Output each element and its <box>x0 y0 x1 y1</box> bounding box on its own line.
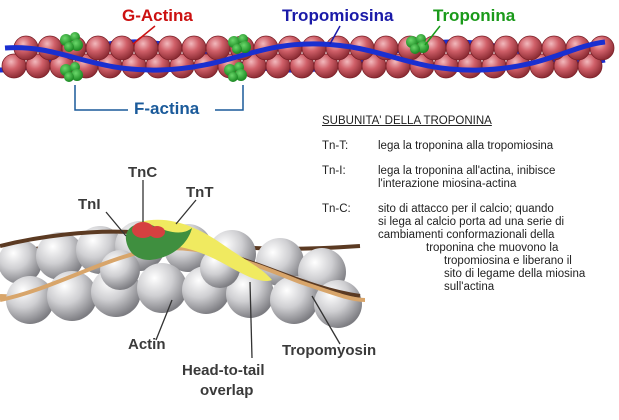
troponin-subunit <box>71 69 83 81</box>
g-actin-bead <box>469 35 495 61</box>
g-actin-bead <box>109 35 135 61</box>
label-tni: TnI <box>78 196 101 213</box>
legend-line: troponina che muovono la <box>426 242 559 254</box>
troponina-pointer <box>424 25 441 46</box>
label-f-actina: F-actina <box>134 99 200 118</box>
troponin-subunit <box>71 39 83 51</box>
label-actin: Actin <box>128 336 166 353</box>
g-actin-bead <box>493 35 519 61</box>
label-troponina: Troponina <box>433 6 516 25</box>
g-actin-bead <box>205 35 231 61</box>
label-overlap: overlap <box>200 382 254 399</box>
legend-entry-tnt: Tn-T: lega la troponina alla tropomiosin… <box>322 140 612 153</box>
actin-sphere <box>6 276 54 324</box>
legend-code: Tn-T: <box>322 140 349 152</box>
legend-desc: lega la troponina alla tropomiosina <box>378 140 612 153</box>
troponin-subunit <box>410 44 420 54</box>
troponin-cluster <box>60 32 83 52</box>
troponin-subunit <box>235 69 247 81</box>
bottom-pointers <box>105 180 341 359</box>
troponin-subunits-legend: SUBUNITA' DELLA TROPONINA Tn-T: lega la … <box>322 115 612 306</box>
label-tnt: TnT <box>186 184 214 201</box>
label-g-actina: G-Actina <box>122 6 193 25</box>
f-actina-bracket <box>74 85 244 111</box>
g-actin-bead <box>517 35 543 61</box>
legend-title: SUBUNITA' DELLA TROPONINA <box>322 115 492 127</box>
troponin-complex-illustration <box>0 180 366 359</box>
label-tnc: TnC <box>128 164 158 181</box>
legend-line: lega la troponina all'actina, inibisce <box>378 165 556 177</box>
g-actin-bead <box>445 35 471 61</box>
troponin-cluster <box>60 62 83 82</box>
tropomiosina-pointer <box>329 25 341 45</box>
troponin-subunit <box>232 44 242 54</box>
actin-sphere <box>270 276 318 324</box>
g-actin-bead <box>181 35 207 61</box>
legend-line: lega la troponina alla tropomiosina <box>378 140 554 152</box>
label-tropomiosina: Tropomiosina <box>282 6 394 25</box>
legend-code: Tn-I: <box>322 165 346 177</box>
legend-line: sull'actina <box>444 281 495 293</box>
legend-line: si lega al calcio porta ad una serie di <box>378 216 565 228</box>
g-actin-bead <box>157 35 183 61</box>
troponin-subunit <box>64 72 74 82</box>
g-actin-bead <box>589 35 615 61</box>
tnc-blob-2 <box>149 226 165 238</box>
legend-line: cambiamenti conformazionali della <box>378 229 555 241</box>
g-actin-bead <box>301 35 327 61</box>
troponin-subunit <box>228 72 238 82</box>
actin-sphere <box>47 271 97 321</box>
troponin-subunit <box>239 41 251 53</box>
tropomyosin-strand-front <box>4 39 606 73</box>
troponin-cluster <box>224 62 247 82</box>
g-actin-bead <box>85 35 111 61</box>
legend-desc: sito di attacco per il calcio; quando si… <box>378 203 612 294</box>
legend-entry-tnc: Tn-C: sito di attacco per il calcio; qua… <box>322 203 612 294</box>
f-actin-filament <box>0 32 615 82</box>
troponin-subunit <box>64 42 74 52</box>
legend-code: Tn-C: <box>322 203 351 215</box>
legend-entry-tni: Tn-I: lega la troponina all'actina, inib… <box>322 165 612 191</box>
tnc-blob <box>132 222 154 238</box>
g-actina-pointer <box>132 25 156 45</box>
legend-line: sito di legame della miosina <box>444 268 586 280</box>
g-actin-bead <box>577 53 603 79</box>
actin-sphere <box>137 263 187 313</box>
actin-sphere <box>36 232 84 280</box>
label-tropomyosin: Tropomyosin <box>282 342 377 359</box>
troponin-cluster <box>228 34 251 54</box>
troponin-cluster <box>406 34 429 54</box>
legend-line: tropomiosina e liberano il <box>444 255 572 267</box>
actin-sphere <box>0 240 42 284</box>
legend-line: sito di attacco per il calcio; quando <box>378 203 554 215</box>
label-head-to-tail: Head-to-tail <box>182 362 265 379</box>
actin-sphere <box>256 238 304 286</box>
legend-line: l'interazione miosina-actina <box>378 178 517 190</box>
legend-desc: lega la troponina all'actina, inibisce l… <box>378 165 612 191</box>
